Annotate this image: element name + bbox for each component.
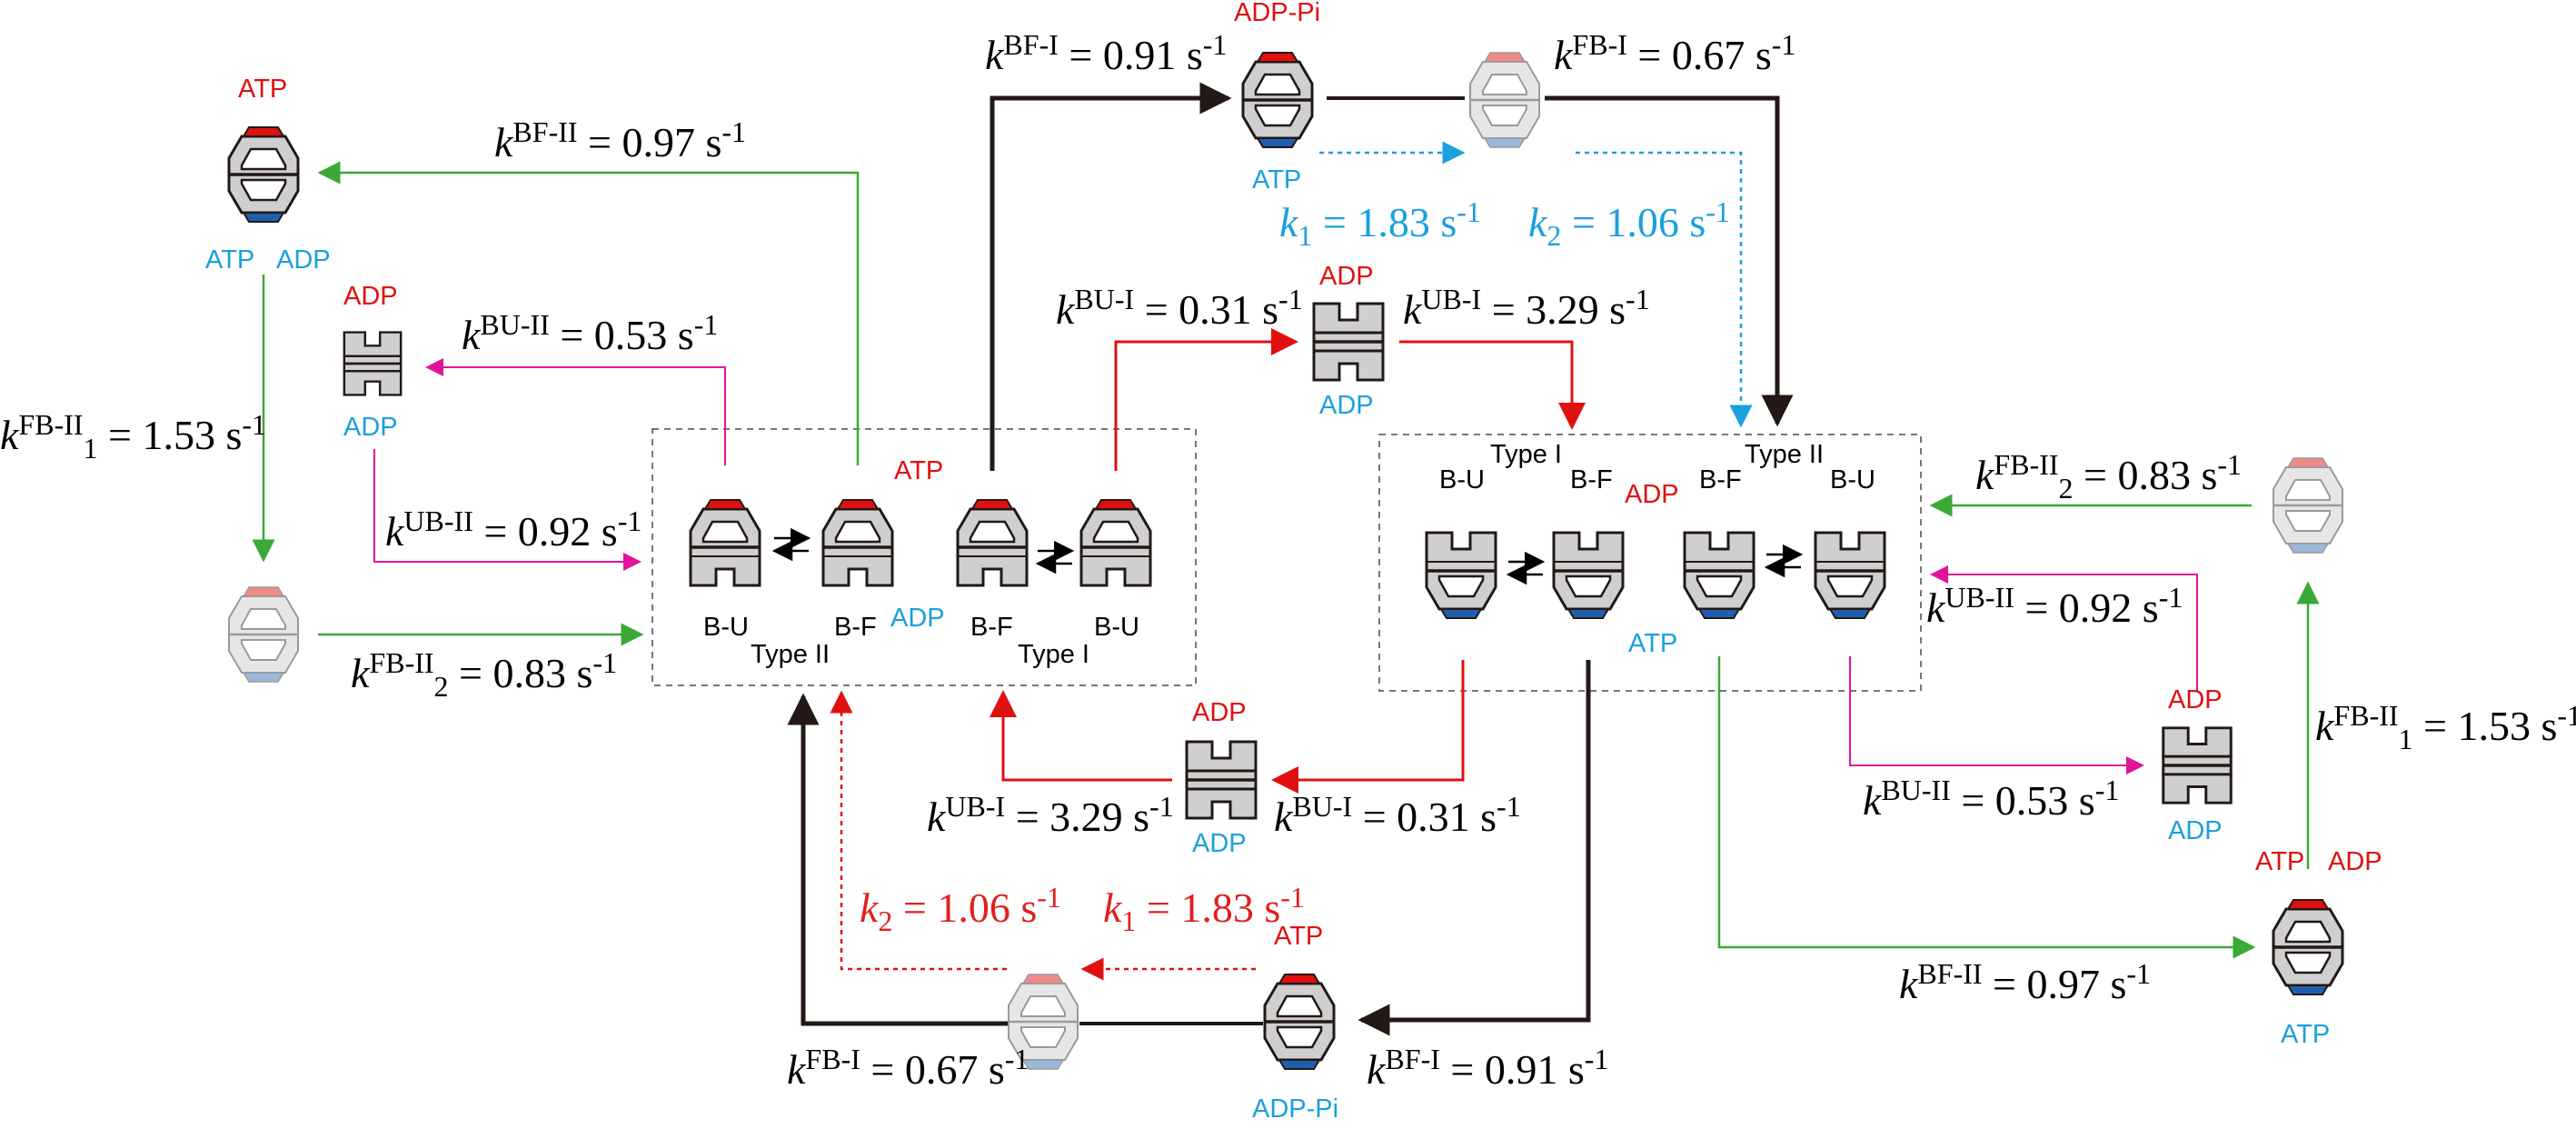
label-right-adp: ADP xyxy=(2328,847,2382,876)
rate-bf-i-top: kBF-I = 0.91 s-1 xyxy=(985,28,1228,78)
molecule-top-middle-H xyxy=(1312,302,1385,382)
arrow-bf-ii-right xyxy=(1717,656,2256,959)
label-right-atp: ATP xyxy=(2255,847,2305,876)
label-left-bu-ii: B-U xyxy=(703,613,749,642)
rate-bu-i-bottom: kBU-I = 0.31 s-1 xyxy=(1274,790,1521,840)
left-complex-box xyxy=(651,428,1197,686)
arrow-ub-i-top xyxy=(1399,340,1586,430)
molecule-right-box-bu-ii xyxy=(1814,531,1886,619)
rate-ub-i-top: kUB-I = 3.29 s-1 xyxy=(1403,283,1650,333)
rate-bf-ii-right: kBF-II = 0.97 s-1 xyxy=(1899,957,2152,1007)
label-bottom-h-adp-bottom: ADP xyxy=(1192,829,1247,858)
label-right-bf-i: B-F xyxy=(1570,465,1613,495)
molecule-right-box-bf-i xyxy=(1552,531,1625,619)
label-left-type-i: Type I xyxy=(1018,640,1089,669)
label-left-type-ii: Type II xyxy=(751,640,830,669)
molecule-left-box-bu-i xyxy=(1079,499,1152,587)
equilibrium-arrow-left-i xyxy=(1035,540,1075,574)
molecule-left-box-bf-i xyxy=(956,499,1029,587)
label-left-atp: ATP xyxy=(238,75,288,104)
rate-bu-ii-right: kBU-II = 0.53 s-1 xyxy=(1863,774,2120,824)
arrow-fb-i-bottom xyxy=(787,693,1041,1026)
label-left-bf-ii: B-F xyxy=(834,613,877,642)
label-right-bu-ii: B-U xyxy=(1830,465,1875,495)
arrow-bf-i-bottom xyxy=(1358,660,1591,1036)
rate-fb-ii2-left: kFB-II2 = 0.83 s-1 xyxy=(351,646,618,703)
rate-bf-ii-left: kBF-II = 0.97 s-1 xyxy=(494,115,747,165)
rate-fb-ii1-left: kFB-II1 = 1.53 s-1 xyxy=(0,408,267,465)
rate-fb-i-top: kFB-I = 0.67 s-1 xyxy=(1554,28,1796,78)
label-bottom-h-adp-top: ADP xyxy=(1192,698,1247,727)
molecule-top-faded xyxy=(1468,52,1541,148)
molecule-left-unbound-adp xyxy=(343,331,403,396)
label-left-box-adp: ADP xyxy=(890,604,945,633)
rate-ub-ii-right: kUB-II = 0.92 s-1 xyxy=(1926,581,2183,631)
rate-ub-i-bottom: kUB-I = 3.29 s-1 xyxy=(927,790,1174,840)
label-left-h-adp-top: ADP xyxy=(343,282,398,311)
right-complex-box xyxy=(1378,434,1922,692)
label-top-atp: ATP xyxy=(1252,165,1302,195)
rate-fb-ii2-right: kFB-II2 = 0.83 s-1 xyxy=(1975,448,2243,505)
arrow-bu-i-bottom xyxy=(1271,660,1465,794)
label-left-box-atp: ATP xyxy=(894,456,944,485)
molecule-left-bound-both xyxy=(227,126,300,223)
label-right-type-ii: Type II xyxy=(1745,440,1825,469)
molecule-right-box-bf-ii xyxy=(1683,531,1755,619)
rate-fb-i-bottom: kFB-I = 0.67 s-1 xyxy=(787,1043,1029,1093)
label-left-atp-bottom: ATP xyxy=(205,245,255,275)
molecule-left-box-bu-ii xyxy=(689,499,761,587)
molecule-bottom-middle-H xyxy=(1185,740,1258,820)
arrow-k2-top xyxy=(1576,151,1753,428)
rate-ub-ii-left: kUB-II = 0.92 s-1 xyxy=(385,505,642,555)
arrow-ub-ii-left xyxy=(373,449,642,571)
molecule-right-box-bu-i xyxy=(1425,531,1497,619)
rate-bf-i-bottom: kBF-I = 0.91 s-1 xyxy=(1367,1043,1609,1093)
rate-k1-bottom: k1 = 1.83 s-1 xyxy=(1103,881,1305,937)
arrow-bf-ii-left xyxy=(317,161,860,465)
label-right-bf-ii: B-F xyxy=(1699,465,1742,495)
arrow-k2-bottom xyxy=(830,690,1007,971)
label-right-h-adp-bottom: ADP xyxy=(2168,816,2223,845)
rate-bu-i-top: kBU-I = 0.31 s-1 xyxy=(1056,283,1303,333)
molecule-right-faded xyxy=(2272,457,2344,554)
arrow-bf-i-top xyxy=(990,82,1232,471)
molecule-left-faded xyxy=(227,586,300,683)
arrow-ub-ii-right xyxy=(1930,565,2198,693)
rate-k2-top: k2 = 1.06 s-1 xyxy=(1528,195,1730,252)
label-right-atp-bottom: ATP xyxy=(2281,1020,2331,1049)
equilibrium-arrow-right-ii xyxy=(1764,544,1804,578)
label-top-h-adp-bottom: ADP xyxy=(1319,391,1374,420)
label-top-h-adp-top: ADP xyxy=(1319,262,1374,291)
label-right-box-adp: ADP xyxy=(1625,480,1679,509)
label-top-adp-pi: ADP-Pi xyxy=(1234,0,1321,27)
arrow-ub-i-bottom xyxy=(990,690,1172,782)
equilibrium-arrow-right-i xyxy=(1506,551,1546,585)
label-bottom-adp-pi: ADP-Pi xyxy=(1252,1094,1339,1124)
label-left-bu-i: B-U xyxy=(1094,613,1139,642)
label-right-bu-i: B-U xyxy=(1439,465,1485,495)
label-left-adp-bottom: ADP xyxy=(276,245,331,275)
arrow-bu-ii-left xyxy=(425,358,726,465)
molecule-right-unbound-adp xyxy=(2162,726,2233,804)
arrow-bu-ii-right xyxy=(1849,656,2144,774)
label-right-box-atp: ATP xyxy=(1628,629,1678,658)
molecule-right-bound-both xyxy=(2272,899,2344,995)
rate-k1-top: k1 = 1.83 s-1 xyxy=(1279,195,1481,252)
label-bottom-atp: ATP xyxy=(1274,922,1324,951)
equilibrium-arrow-left-ii xyxy=(771,527,811,562)
label-right-type-i: Type I xyxy=(1490,440,1562,469)
molecule-left-box-bf-ii xyxy=(821,499,894,587)
molecule-top-adp-pi xyxy=(1241,52,1314,148)
rate-k2-bottom: k2 = 1.06 s-1 xyxy=(860,881,1061,937)
arrow-bu-i-top xyxy=(1114,328,1298,471)
rate-fb-ii1-right: kFB-II1 = 1.53 s-1 xyxy=(2315,699,2576,755)
label-left-bf-i: B-F xyxy=(970,613,1013,642)
label-left-h-adp-bottom: ADP xyxy=(343,413,398,442)
molecule-bottom-adp-pi xyxy=(1263,974,1336,1070)
arrow-fb-i-top xyxy=(1545,95,1794,427)
label-right-h-adp-top: ADP xyxy=(2168,685,2223,714)
rate-bu-ii-left: kBU-II = 0.53 s-1 xyxy=(462,308,719,358)
